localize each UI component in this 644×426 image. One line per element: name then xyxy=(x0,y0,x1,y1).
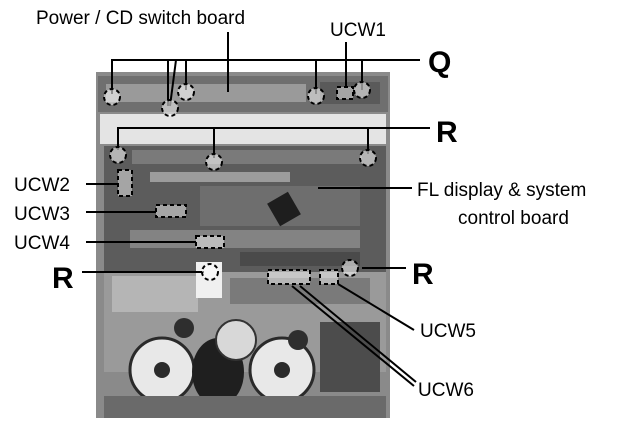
label-fl-display-line2: control board xyxy=(458,208,569,229)
label-ucw3: UCW3 xyxy=(14,204,70,225)
leader-ucw5 xyxy=(337,283,415,331)
connector-ucw6 xyxy=(267,269,311,285)
connector-ucw1 xyxy=(336,86,354,100)
label-r-right: R xyxy=(412,258,434,291)
label-ucw5: UCW5 xyxy=(420,321,476,342)
screw-q-4 xyxy=(307,87,325,105)
screw-r-3 xyxy=(359,149,377,167)
label-ucw2: UCW2 xyxy=(14,175,70,196)
label-ucw1: UCW1 xyxy=(330,20,386,41)
label-r-left: R xyxy=(52,262,74,295)
label-r-top: R xyxy=(436,116,458,149)
leader-q-bracket xyxy=(111,59,420,94)
unit-photo xyxy=(96,72,390,418)
connector-ucw2 xyxy=(117,169,133,197)
screw-r-right xyxy=(341,259,359,277)
label-q: Q xyxy=(428,46,451,79)
leader-ucw6-b xyxy=(299,285,417,383)
connector-ucw4 xyxy=(195,235,225,249)
connector-markers xyxy=(117,86,354,285)
screw-q-3 xyxy=(177,83,195,101)
connector-ucw3 xyxy=(155,204,187,218)
label-fl-display-line1: FL display & system xyxy=(417,180,586,201)
label-ucw6: UCW6 xyxy=(418,380,474,401)
screw-q-2 xyxy=(161,99,179,117)
label-power-cd-board: Power / CD switch board xyxy=(36,8,245,29)
leader-ucw6-a xyxy=(291,285,415,387)
label-ucw4: UCW4 xyxy=(14,233,70,254)
connector-ucw5 xyxy=(319,269,339,285)
screw-q-1 xyxy=(103,88,121,106)
screw-r-1 xyxy=(109,146,127,164)
ic-chip xyxy=(267,191,301,227)
screw-markers xyxy=(103,81,377,281)
screw-r-left xyxy=(201,263,219,281)
screw-q-5 xyxy=(353,81,371,99)
leader-r-top-bracket xyxy=(117,127,430,150)
flywheel xyxy=(215,319,257,361)
screw-r-2 xyxy=(205,153,223,171)
